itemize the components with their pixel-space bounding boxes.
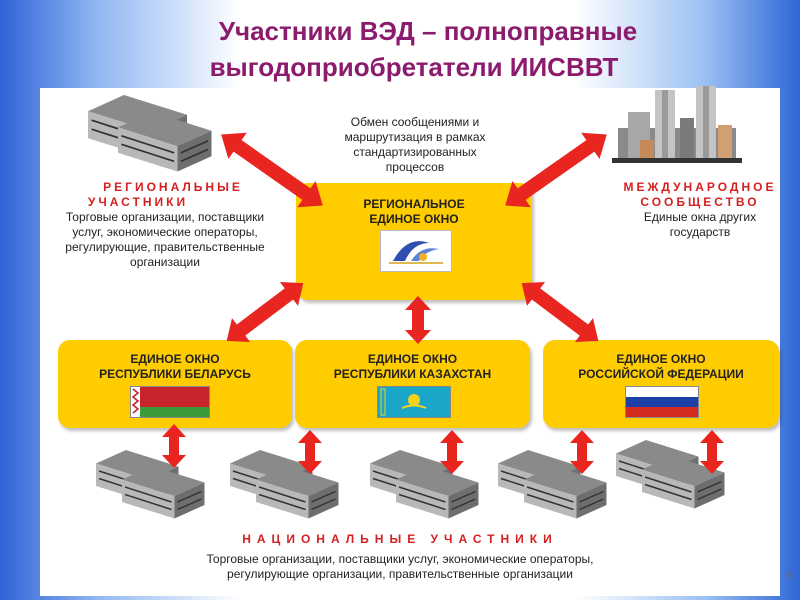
russia-flag <box>625 386 699 418</box>
arrow-national-2 <box>298 430 322 474</box>
arrow-to-belarus <box>226 281 304 343</box>
page-number: 5 <box>785 570 792 582</box>
international-community-heading-2: СООБЩЕСТВО <box>640 195 760 209</box>
regional-participants-heading-2: УЧАСТНИКИ <box>87 195 189 209</box>
exchange-note-line-3: стандартизированных <box>353 145 477 159</box>
arrow-to-russia <box>521 281 599 343</box>
national-building-icon-3 <box>369 449 480 520</box>
arrow-national-4 <box>570 430 594 474</box>
arrow-to-kazakhstan <box>405 296 431 344</box>
kazakhstan-window-box: ЕДИНОЕ ОКНО РЕСПУБЛИКИ КАЗАХСТАН <box>295 340 530 428</box>
international-community-desc-1: Единые окна других <box>643 210 757 224</box>
national-participants-heading: НАЦИОНАЛЬНЫЕ УЧАСТНИКИ <box>242 532 558 546</box>
kazakhstan-window-label-1: ЕДИНОЕ ОКНО <box>367 352 458 366</box>
regional-building-icon <box>87 94 213 173</box>
regional-single-window-box: РЕГИОНАЛЬНОЕ ЕДИНОЕ ОКНО <box>296 183 532 300</box>
national-building-icon-2 <box>229 449 340 520</box>
regional-window-label-2: ЕДИНОЕ ОКНО <box>369 212 459 226</box>
arrow-national-3 <box>440 430 464 474</box>
arrow-national-1 <box>162 424 186 468</box>
regional-participants-desc-4: организации <box>130 255 200 269</box>
arrow-international <box>505 132 607 208</box>
regional-participants-desc-1: Торговые организации, поставщики <box>65 210 265 224</box>
regional-window-label-1: РЕГИОНАЛЬНОЕ <box>363 197 465 211</box>
belarus-window-label-2: РЕСПУБЛИКИ БЕЛАРУСЬ <box>99 367 251 381</box>
russia-window-label-2: РОССИЙСКОЙ ФЕДЕРАЦИИ <box>578 367 744 381</box>
belarus-flag <box>130 386 210 418</box>
international-community-desc-2: государств <box>669 225 731 239</box>
regional-participants-heading-1: РЕГИОНАЛЬНЫЕ <box>103 180 243 194</box>
belarus-window-box: ЕДИНОЕ ОКНО РЕСПУБЛИКИ БЕЛАРУСЬ <box>58 340 292 428</box>
russia-window-label-1: ЕДИНОЕ ОКНО <box>616 352 706 366</box>
national-building-icon-1 <box>95 449 206 520</box>
national-participants-desc-2: регулирующие организации, правительствен… <box>227 567 573 581</box>
city-skyline-icon <box>612 86 742 163</box>
kazakhstan-window-label-2: РЕСПУБЛИКИ КАЗАХСТАН <box>333 367 492 381</box>
exchange-note-line-1: Обмен сообщениями и <box>350 115 480 129</box>
national-building-icon-4 <box>497 449 608 520</box>
international-community-heading-1: МЕЖДУНАРОДНОЕ <box>623 180 777 194</box>
belarus-window-label-1: ЕДИНОЕ ОКНО <box>130 352 220 366</box>
exchange-note-line-2: маршрутизация в рамках <box>344 130 486 144</box>
national-participants-desc-1: Торговые организации, поставщики услуг, … <box>206 552 594 566</box>
exchange-note-line-4: процессов <box>385 160 445 174</box>
kazakhstan-flag <box>377 386 451 418</box>
slide-title-line-1: Участники ВЭД – полноправные <box>218 16 638 46</box>
arrow-national-5 <box>700 430 724 474</box>
regional-participants-desc-3: регулирующие, правительственные <box>65 240 265 254</box>
eaeu-logo <box>380 230 452 272</box>
regional-participants-desc-2: услуг, экономические операторы, <box>72 225 258 239</box>
russia-window-box: ЕДИНОЕ ОКНО РОССИЙСКОЙ ФЕДЕРАЦИИ <box>543 340 779 428</box>
slide-title-line-2: выгодоприобретатели ИИСВВТ <box>209 52 619 82</box>
arrow-regional-participants <box>221 132 323 208</box>
